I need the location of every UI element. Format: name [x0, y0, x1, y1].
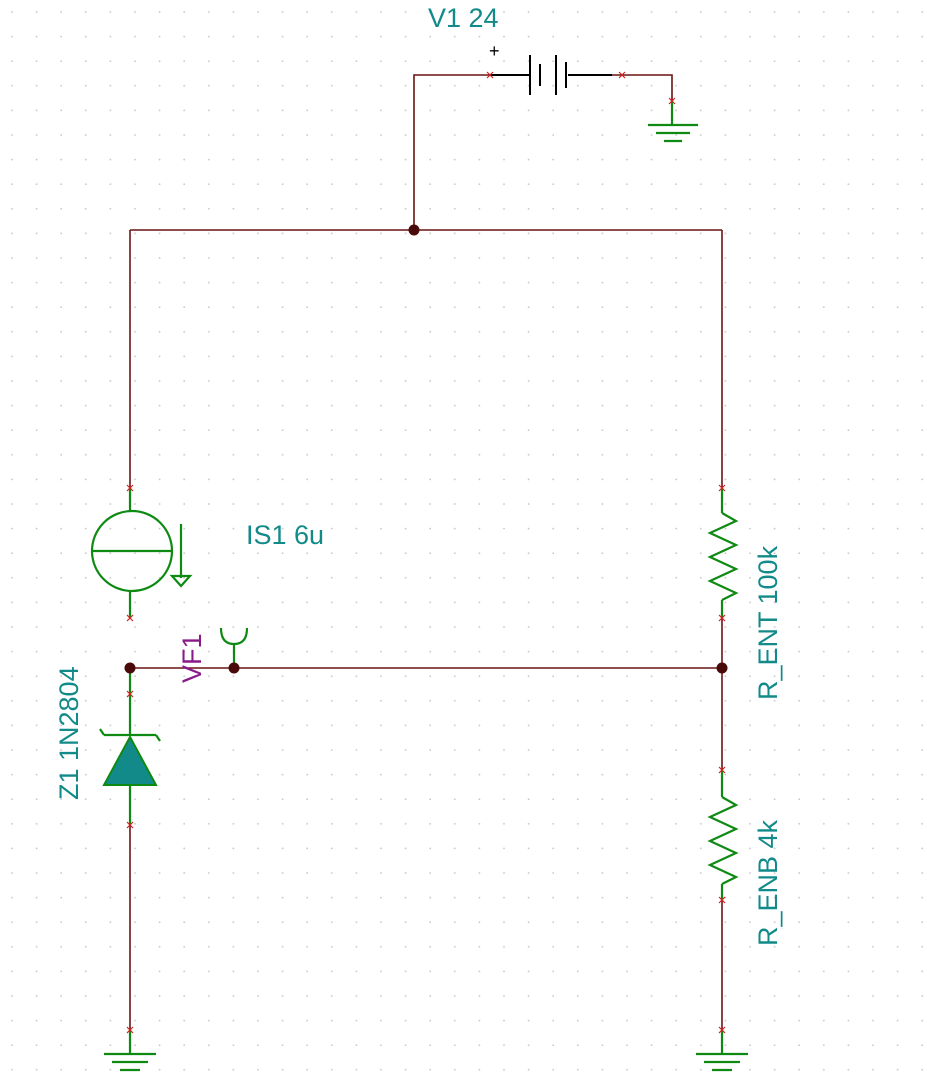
- battery-label: V1 24: [428, 3, 499, 33]
- junction-node: [228, 662, 240, 674]
- resistor-r-ent-label: R_ENT 100k: [753, 545, 783, 700]
- junction-nodes: [124, 224, 728, 674]
- current-source-is1[interactable]: [90, 488, 193, 618]
- pin-markers: [126, 71, 726, 1034]
- junction-node: [124, 662, 136, 674]
- resistor-r-enb[interactable]: [707, 770, 739, 900]
- ground-left: [104, 1030, 156, 1072]
- zener-z1[interactable]: [99, 668, 161, 825]
- current-source-label: IS1 6u: [246, 520, 324, 550]
- zener-label: Z1 1N2804: [54, 666, 84, 800]
- resistor-r-ent[interactable]: [707, 488, 739, 618]
- ground-right: [696, 1030, 748, 1072]
- ground-battery: [648, 100, 698, 143]
- junction-node: [716, 662, 728, 674]
- resistor-r-enb-label: R_ENB 4k: [753, 819, 783, 946]
- battery-v1[interactable]: +: [489, 41, 612, 95]
- battery-plus-sign: +: [489, 41, 500, 61]
- probe-label: VF1: [177, 633, 207, 683]
- junction-node: [408, 224, 420, 236]
